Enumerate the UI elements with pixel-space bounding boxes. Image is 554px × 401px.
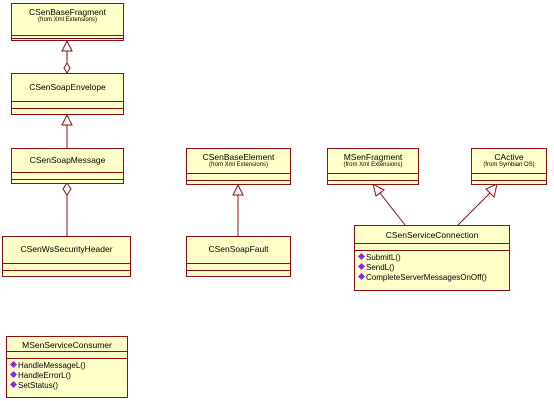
generalization-arrowhead bbox=[372, 183, 385, 197]
aggregation-diamond bbox=[63, 62, 71, 74]
compartment-divider bbox=[12, 108, 123, 109]
operation-label: CompleteServerMessagesOnOff() bbox=[366, 273, 487, 282]
compartment-divider bbox=[7, 358, 127, 359]
class-package: (from Symbian OS) bbox=[483, 162, 535, 168]
class-name: CSenSoapEnvelope bbox=[29, 82, 106, 92]
compartment-divider bbox=[3, 270, 130, 271]
class-csenbasefragment[interactable]: CSenBaseFragment (from Xml Extensions) bbox=[11, 3, 124, 41]
compartment-divider bbox=[187, 263, 290, 264]
operation-item: HandleMessageL() bbox=[9, 361, 125, 371]
class-name: CSenSoapFault bbox=[208, 244, 269, 254]
generalization-arrowhead bbox=[61, 39, 73, 52]
class-package: (from Xml Extensions) bbox=[37, 17, 97, 23]
class-package: (from Xml Extensions) bbox=[208, 162, 268, 168]
operation-icon bbox=[357, 273, 366, 281]
generalization-arrowhead bbox=[485, 183, 498, 198]
compartment-divider bbox=[187, 180, 290, 181]
compartment-divider bbox=[355, 243, 509, 244]
generalization-arrowhead bbox=[232, 183, 244, 196]
operation-item: HandleErrorL() bbox=[9, 371, 125, 381]
compartment-divider bbox=[472, 173, 546, 174]
compartment-divider bbox=[187, 270, 290, 271]
operations-list: SubmitL() SendL() CompleteServerMessages… bbox=[357, 253, 507, 283]
compartment-divider bbox=[328, 180, 418, 181]
class-name: CSenBaseElement bbox=[202, 152, 275, 162]
class-msenfragment[interactable]: MSenFragment (from Xml Extensions) bbox=[327, 148, 419, 185]
compartment-divider bbox=[355, 250, 509, 251]
operation-item: SetStatus() bbox=[9, 381, 125, 391]
compartment-divider bbox=[7, 351, 127, 352]
class-name: CSenServiceConnection bbox=[385, 230, 479, 240]
operation-label: SubmitL() bbox=[366, 253, 401, 262]
operation-icon bbox=[357, 253, 366, 261]
class-cactive[interactable]: CActive (from Symbian OS) bbox=[471, 148, 547, 185]
operation-label: SendL() bbox=[366, 263, 395, 272]
connection-cactive-link bbox=[457, 192, 491, 226]
class-name: CSenSoapMessage bbox=[29, 155, 106, 165]
compartment-divider bbox=[12, 38, 123, 39]
compartment-divider bbox=[12, 179, 123, 180]
compartment-divider bbox=[12, 172, 123, 173]
class-csensoapmessage[interactable]: CSenSoapMessage bbox=[11, 148, 124, 184]
operation-item: SendL() bbox=[357, 263, 507, 273]
class-package: (from Xml Extensions) bbox=[343, 162, 403, 168]
compartment-divider bbox=[472, 180, 546, 181]
compartment-divider bbox=[328, 173, 418, 174]
connection-fragment-link bbox=[379, 192, 406, 226]
aggregation-diamond bbox=[62, 182, 72, 196]
operation-label: HandleMessageL() bbox=[18, 361, 86, 370]
class-name: MSenServiceConsumer bbox=[22, 340, 112, 350]
operation-icon bbox=[357, 263, 366, 271]
class-name: CSenWsSecurityHeader bbox=[20, 244, 113, 254]
operation-item: SubmitL() bbox=[357, 253, 507, 263]
class-msenserviceconsumer[interactable]: MSenServiceConsumer HandleMessageL() Han… bbox=[6, 336, 128, 398]
operation-item: CompleteServerMessagesOnOff() bbox=[357, 273, 507, 283]
compartment-divider bbox=[187, 173, 290, 174]
class-csenbaseelement[interactable]: CSenBaseElement (from Xml Extensions) bbox=[186, 148, 291, 185]
class-name: CSenBaseFragment bbox=[28, 7, 106, 17]
operation-icon bbox=[9, 361, 18, 369]
compartment-divider bbox=[3, 263, 130, 264]
generalization-arrowhead bbox=[61, 113, 73, 126]
class-name: CActive bbox=[494, 152, 524, 162]
operation-label: HandleErrorL() bbox=[18, 371, 71, 380]
class-csenserviceconnection[interactable]: CSenServiceConnection SubmitL() SendL() … bbox=[354, 225, 510, 291]
operation-label: SetStatus() bbox=[18, 381, 59, 390]
compartment-divider bbox=[12, 35, 123, 36]
class-csensoapfault[interactable]: CSenSoapFault bbox=[186, 236, 291, 277]
class-csensoapenvelope[interactable]: CSenSoapEnvelope bbox=[11, 73, 124, 115]
compartment-divider bbox=[12, 101, 123, 102]
class-name: MSenFragment bbox=[343, 152, 403, 162]
operation-icon bbox=[9, 371, 18, 379]
class-csenwssecurityheader[interactable]: CSenWsSecurityHeader bbox=[2, 236, 131, 277]
operations-list: HandleMessageL() HandleErrorL() SetStatu… bbox=[9, 361, 125, 391]
operation-icon bbox=[9, 381, 18, 389]
